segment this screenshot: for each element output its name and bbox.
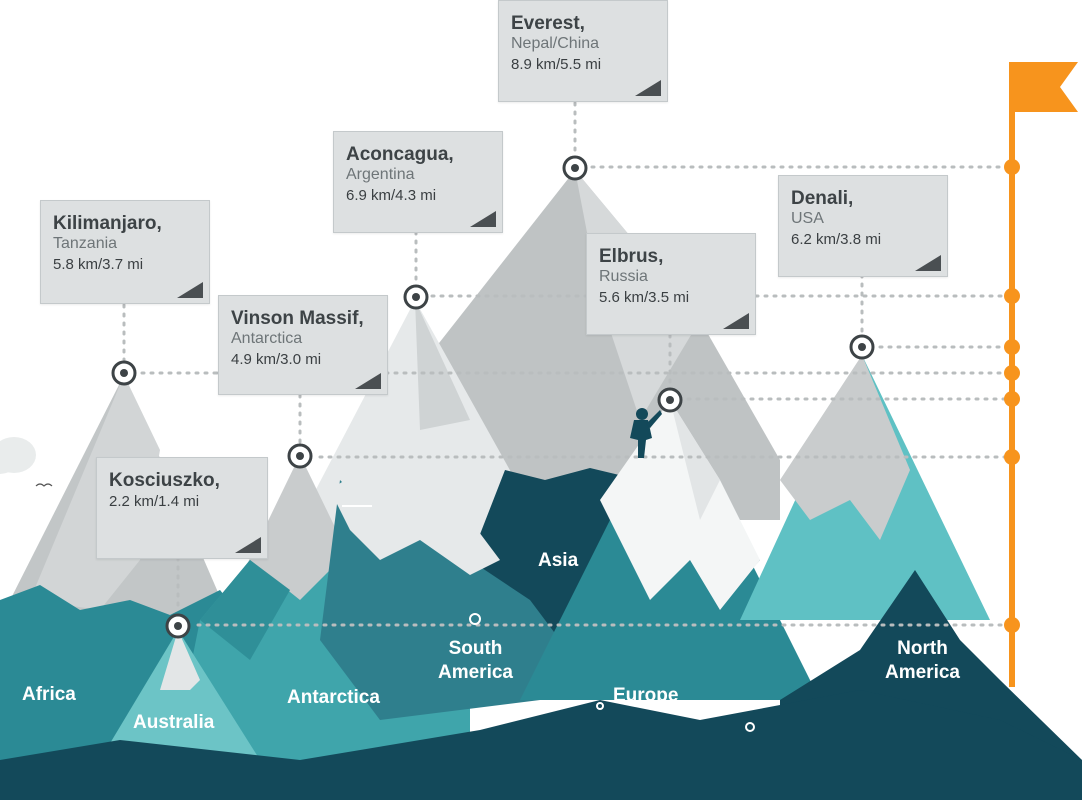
continent-label-europe: Europe (613, 685, 679, 706)
card-corner (177, 282, 203, 298)
continent-label-south-america: South America (438, 638, 513, 683)
peak-card-aconcagua: Aconcagua, Argentina 6.9 km/4.3 mi (333, 131, 503, 233)
peak-card-kilimanjaro: Kilimanjaro, Tanzania 5.8 km/3.7 mi (40, 200, 210, 304)
peak-card-everest: Everest, Nepal/China 8.9 km/5.5 mi (498, 0, 668, 102)
continent-label-africa: Africa (22, 684, 76, 705)
peak-card-kosciuszko: Kosciuszko, 2.2 km/1.4 mi (96, 457, 268, 559)
kosciuszko-mountain (100, 630, 260, 760)
peak-name: Everest, (511, 13, 585, 34)
continent-label-antarctica: Antarctica (287, 687, 380, 708)
card-corner (355, 373, 381, 389)
card-corner (915, 255, 941, 271)
peak-height: 6.2 km/3.8 mi (791, 231, 882, 248)
peak-card-denali: Denali, USA 6.2 km/3.8 mi (778, 175, 948, 277)
peak-height: 6.9 km/4.3 mi (346, 187, 437, 204)
peak-height: 2.2 km/1.4 mi (109, 493, 200, 510)
peak-name: Kilimanjaro, (53, 213, 162, 234)
bird-icon (35, 483, 53, 487)
summit-marker-icon (111, 155, 875, 639)
foreground-ground (0, 690, 1082, 800)
peak-height: 5.6 km/3.5 mi (599, 289, 690, 306)
peak-country: Russia (599, 268, 648, 285)
peak-height: 8.9 km/5.5 mi (511, 56, 602, 73)
continent-label-australia: Australia (133, 712, 215, 733)
peak-name: Vinson Massif, (231, 308, 364, 329)
snow-specks (469, 613, 755, 732)
peak-name: Kosciuszko, (109, 470, 220, 491)
peak-name: Aconcagua, (346, 144, 454, 165)
card-corner (635, 80, 661, 96)
peak-country: Tanzania (53, 235, 118, 252)
continent-label-asia: Asia (538, 550, 579, 571)
peak-country: Antarctica (231, 330, 303, 347)
peak-card-elbrus: Elbrus, Russia 5.6 km/3.5 mi (586, 233, 756, 335)
card-corner (235, 537, 261, 553)
peak-name: Elbrus, (599, 246, 664, 267)
card-corner (470, 211, 496, 227)
flag-icon (1004, 62, 1078, 687)
cloud-icon (0, 437, 36, 474)
peak-height: 5.8 km/3.7 mi (53, 256, 144, 273)
peak-country: USA (791, 210, 824, 227)
card-corner (723, 313, 749, 329)
peak-country: Nepal/China (511, 35, 600, 52)
climber-icon (630, 408, 662, 458)
peak-card-vinson-massif: Vinson Massif, Antarctica 4.9 km/3.0 mi (218, 295, 388, 395)
peak-height: 4.9 km/3.0 mi (231, 351, 322, 368)
peak-country: Argentina (346, 166, 415, 183)
peak-name: Denali, (791, 188, 854, 209)
continent-label-north-america: North America (885, 638, 960, 683)
height-guide-lines (122, 101, 1007, 627)
